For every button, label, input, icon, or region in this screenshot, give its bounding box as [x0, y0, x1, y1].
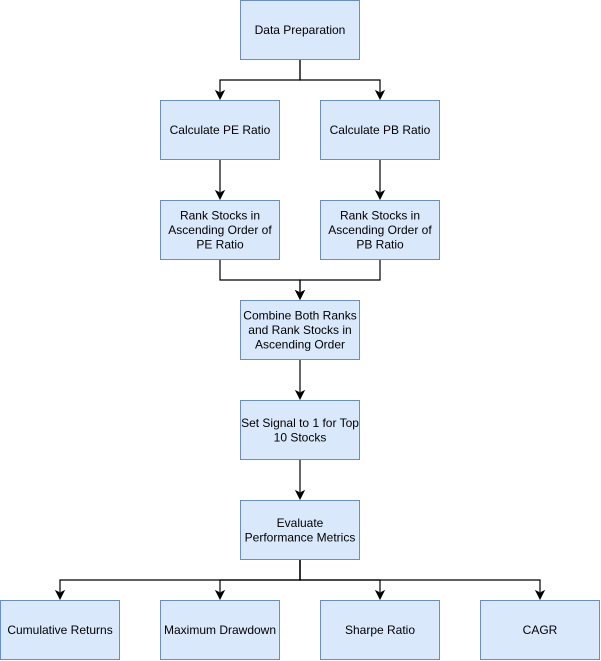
node-label-line: and Rank Stocks in — [248, 323, 351, 337]
connector-line — [219, 60, 301, 92]
edge-calc_pb-to-rank_pb — [374, 160, 386, 201]
node-box — [240, 500, 360, 560]
arrowhead-icon — [294, 289, 306, 301]
node-box — [240, 300, 360, 360]
node-box — [320, 600, 440, 660]
arrowhead-icon — [374, 589, 386, 601]
arrowhead-icon — [214, 89, 226, 101]
edge-evaluate-to-cagr — [299, 560, 546, 601]
connector-line — [299, 260, 381, 292]
calculate-pb-ratio-box: Calculate PB Ratio — [320, 100, 440, 160]
data-preparation-box: Data Preparation — [240, 0, 360, 60]
connector-line — [219, 560, 301, 592]
node-label-line: Combine Both Ranks — [243, 309, 356, 323]
sharpe-ratio-box: Sharpe Ratio — [320, 600, 440, 660]
node-label-line: PE Ratio — [196, 238, 244, 252]
node-label-line: PB Ratio — [356, 238, 404, 252]
arrowhead-icon — [214, 189, 226, 201]
edge-rank_pb-to-combine — [294, 260, 381, 301]
edge-data_prep-to-calc_pb — [299, 60, 386, 101]
node-label-line: CAGR — [523, 623, 558, 637]
node-box — [0, 600, 120, 660]
node-label-line: 10 Stocks — [274, 430, 327, 444]
edge-signal-to-evaluate — [294, 460, 306, 501]
arrowhead-icon — [214, 589, 226, 601]
edge-calc_pe-to-rank_pe — [214, 160, 226, 201]
arrowhead-icon — [54, 589, 66, 601]
cagr-box: CAGR — [480, 600, 600, 660]
connector-line — [219, 260, 301, 292]
arrowhead-icon — [534, 589, 546, 601]
arrowhead-icon — [374, 89, 386, 101]
connector-line — [59, 560, 301, 592]
node-label-line: Maximum Drawdown — [164, 623, 276, 637]
arrowhead-icon — [374, 189, 386, 201]
edge-data_prep-to-calc_pe — [214, 60, 301, 101]
arrowhead-icon — [294, 389, 306, 401]
connector-line — [299, 60, 381, 92]
node-label-line: Ascending Order — [255, 338, 345, 352]
node-box — [240, 400, 360, 460]
edges-layer — [54, 60, 546, 601]
node-label-line: Ascending Order of — [168, 223, 272, 237]
edge-evaluate-to-max_drawdown — [214, 560, 301, 601]
calculate-pe-ratio-box: Calculate PE Ratio — [160, 100, 280, 160]
node-label-line: Sharpe Ratio — [345, 623, 415, 637]
node-label-line: Ascending Order of — [328, 223, 432, 237]
cumulative-returns-box: Cumulative Returns — [0, 600, 120, 660]
node-box — [160, 200, 280, 260]
node-box — [160, 100, 280, 160]
node-box — [240, 0, 360, 60]
connector-line — [299, 560, 381, 592]
node-label-line: Set Signal to 1 for Top — [241, 416, 359, 430]
node-label-line: Cumulative Returns — [7, 623, 112, 637]
node-label-line: Rank Stocks in — [340, 209, 420, 223]
node-box — [320, 200, 440, 260]
node-label-line: Calculate PE Ratio — [170, 123, 271, 137]
node-label-line: Calculate PB Ratio — [330, 123, 431, 137]
node-label-line: Rank Stocks in — [180, 209, 260, 223]
node-box — [480, 600, 600, 660]
node-box — [160, 600, 280, 660]
node-label-line: Data Preparation — [255, 23, 346, 37]
edge-combine-to-signal — [294, 360, 306, 401]
maximum-drawdown-box: Maximum Drawdown — [160, 600, 280, 660]
arrowhead-icon — [294, 489, 306, 501]
connector-line — [299, 560, 541, 592]
node-label-line: Performance Metrics — [245, 530, 356, 544]
edge-rank_pe-to-combine — [219, 260, 306, 301]
node-box — [320, 100, 440, 160]
node-label-line: Evaluate — [277, 516, 324, 530]
